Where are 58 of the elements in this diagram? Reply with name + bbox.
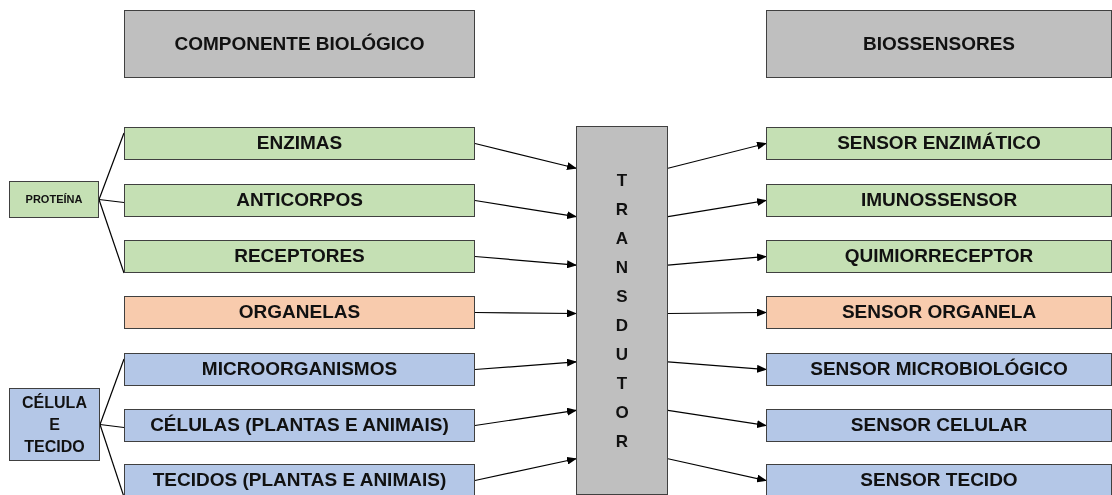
node-label: SENSOR TECIDO — [860, 468, 1018, 493]
component-box — [124, 409, 475, 442]
node-label: CÉLULA E TECIDO — [22, 392, 87, 457]
node-label: COMPONENTE BIOLÓGICO — [174, 31, 425, 56]
category-box — [9, 181, 99, 218]
arrow — [667, 198, 767, 218]
connector-line — [98, 198, 125, 204]
transducer-box — [576, 126, 668, 495]
node-label: SENSOR ORGANELA — [841, 300, 1037, 325]
category-box — [9, 388, 100, 461]
component-box — [124, 127, 475, 160]
biosensor-box — [766, 409, 1112, 442]
component-box — [124, 240, 475, 273]
connector-line — [98, 198, 125, 274]
arrow — [667, 308, 767, 317]
arrow — [474, 255, 577, 269]
connector-line — [98, 132, 125, 201]
connector-line — [99, 423, 125, 495]
biosensor-box — [766, 464, 1112, 495]
biosensor-box — [766, 353, 1112, 386]
biosensor-box — [766, 184, 1112, 217]
node-label: RECEPTORES — [234, 244, 365, 269]
arrow — [667, 141, 767, 169]
biosensor-box — [766, 240, 1112, 273]
arrow — [474, 142, 577, 170]
connector-line — [99, 358, 125, 426]
component-box — [124, 184, 475, 217]
component-box — [124, 353, 475, 386]
vertical-label: TRANSDUTOR — [614, 169, 630, 453]
component-box — [124, 464, 475, 495]
arrow — [474, 358, 577, 371]
arrow — [667, 409, 767, 429]
node-label: SENSOR CELULAR — [850, 413, 1028, 438]
node-label: SENSOR ENZIMÁTICO — [837, 131, 1041, 156]
node-label: TECIDOS (PLANTAS E ANIMAIS) — [152, 468, 447, 493]
node-label: CÉLULAS (PLANTAS E ANIMAIS) — [150, 413, 449, 438]
biosensor-box — [766, 127, 1112, 160]
node-label: PROTEÍNA — [25, 192, 83, 208]
connector-line — [99, 423, 125, 429]
node-label: ANTICORPOS — [236, 188, 363, 213]
header-box — [766, 10, 1112, 78]
node-label: IMUNOSSENSOR — [860, 188, 1018, 213]
biosensor-box — [766, 296, 1112, 329]
node-label: BIOSSENSORES — [862, 31, 1015, 56]
arrow — [474, 456, 577, 482]
node-label: ENZIMAS — [256, 131, 343, 156]
node-label: SENSOR MICROBIOLÓGICO — [810, 357, 1068, 382]
header-box — [124, 10, 475, 78]
arrow — [474, 309, 577, 318]
component-box — [124, 296, 475, 329]
arrow — [474, 199, 577, 220]
arrow — [474, 407, 577, 427]
node-label: ORGANELAS — [238, 300, 361, 325]
node-label: QUIMIORRECEPTOR — [844, 244, 1034, 269]
arrow — [667, 361, 767, 373]
arrow — [667, 458, 767, 483]
arrow — [667, 253, 767, 266]
node-label: MICROORGANISMOS — [201, 357, 398, 382]
